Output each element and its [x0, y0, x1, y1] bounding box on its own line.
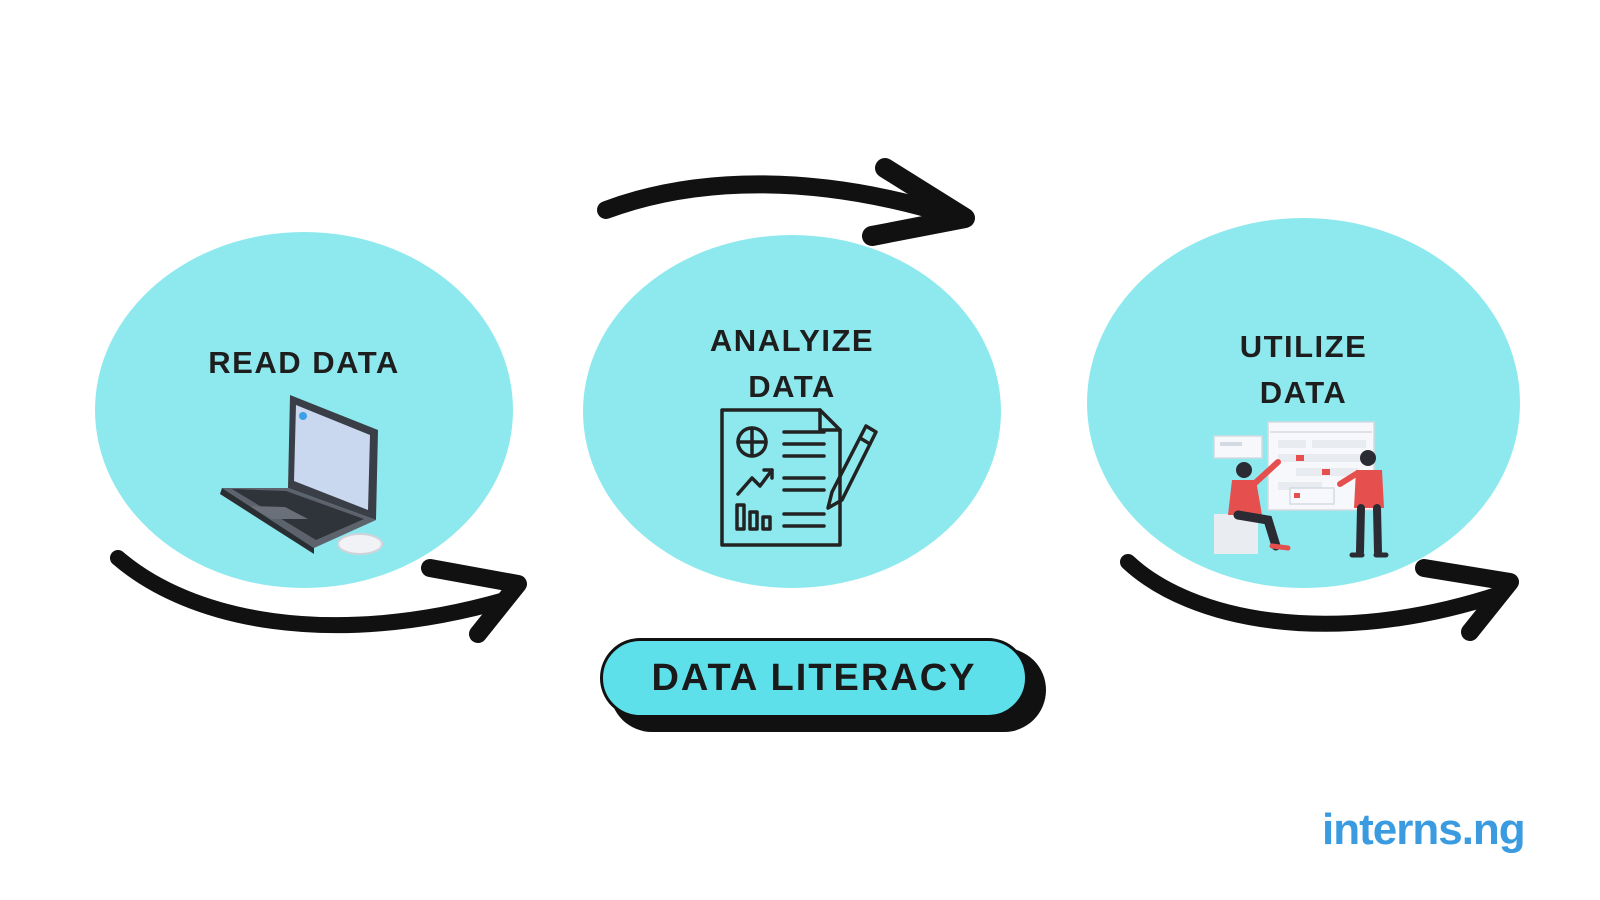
team-dashboard-icon	[1213, 421, 1389, 558]
laptop-icon	[220, 395, 383, 555]
flow-arrow-top	[597, 158, 975, 246]
data-literacy-badge: DATA LITERACY	[600, 638, 1028, 718]
step-label-analyze: ANALYIZE DATA	[590, 318, 994, 410]
step-label-line: DATA	[1259, 375, 1348, 410]
step-label-line: DATA	[748, 369, 836, 404]
report-document-icon	[720, 408, 878, 547]
flow-arrow-left	[110, 550, 527, 643]
step-label-line: READ DATA	[208, 345, 400, 380]
step-label-utilize: UTILIZE DATA	[1095, 324, 1512, 416]
brand-logo-text: interns.ng	[1322, 805, 1526, 854]
step-label-line: UTILIZE	[1239, 329, 1368, 364]
brand-logo[interactable]: interns.ng	[1322, 805, 1526, 855]
step-label-read: READ DATA	[100, 340, 508, 386]
flow-arrow-right	[1120, 554, 1519, 641]
badge-label: DATA LITERACY	[651, 656, 977, 699]
step-circle-utilize	[1087, 218, 1520, 588]
step-label-line: ANALYIZE	[709, 323, 875, 358]
